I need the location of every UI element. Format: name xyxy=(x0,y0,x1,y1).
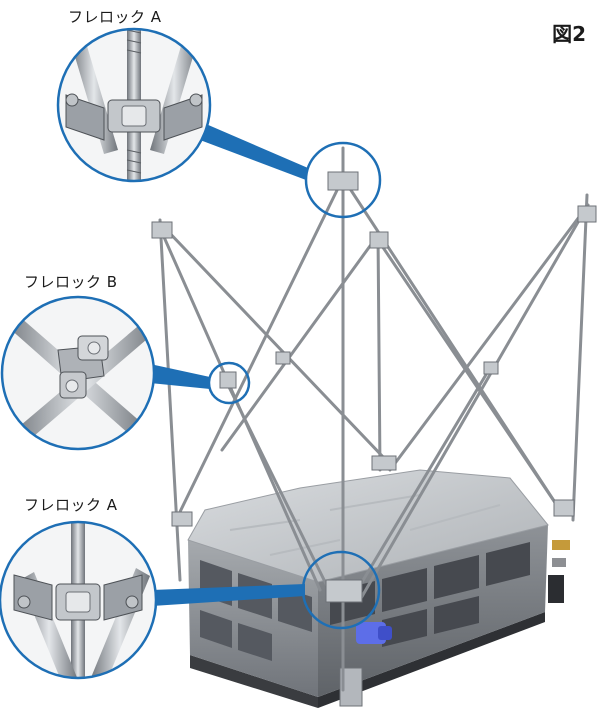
callout-label-bottom: フレロック A xyxy=(24,496,118,514)
unit-base xyxy=(190,655,318,708)
detail-circle-middle xyxy=(0,295,156,451)
figure-title: 図2 xyxy=(552,22,586,46)
rods xyxy=(158,146,590,692)
vent-panels-right xyxy=(330,542,530,647)
callout-pointers xyxy=(150,124,308,606)
drain-port xyxy=(356,622,392,644)
vent-panels-left xyxy=(200,560,312,661)
detail-circle-top xyxy=(56,27,212,183)
unit-base-right xyxy=(318,612,545,708)
detail-circle-bottom xyxy=(0,520,158,680)
callout-label-top: フレロック A xyxy=(68,8,162,26)
callout-label-middle: フレロック B xyxy=(24,273,118,291)
rod-clamps xyxy=(151,171,597,603)
bottom-bracket xyxy=(339,667,363,707)
pipe-fittings xyxy=(548,540,570,603)
